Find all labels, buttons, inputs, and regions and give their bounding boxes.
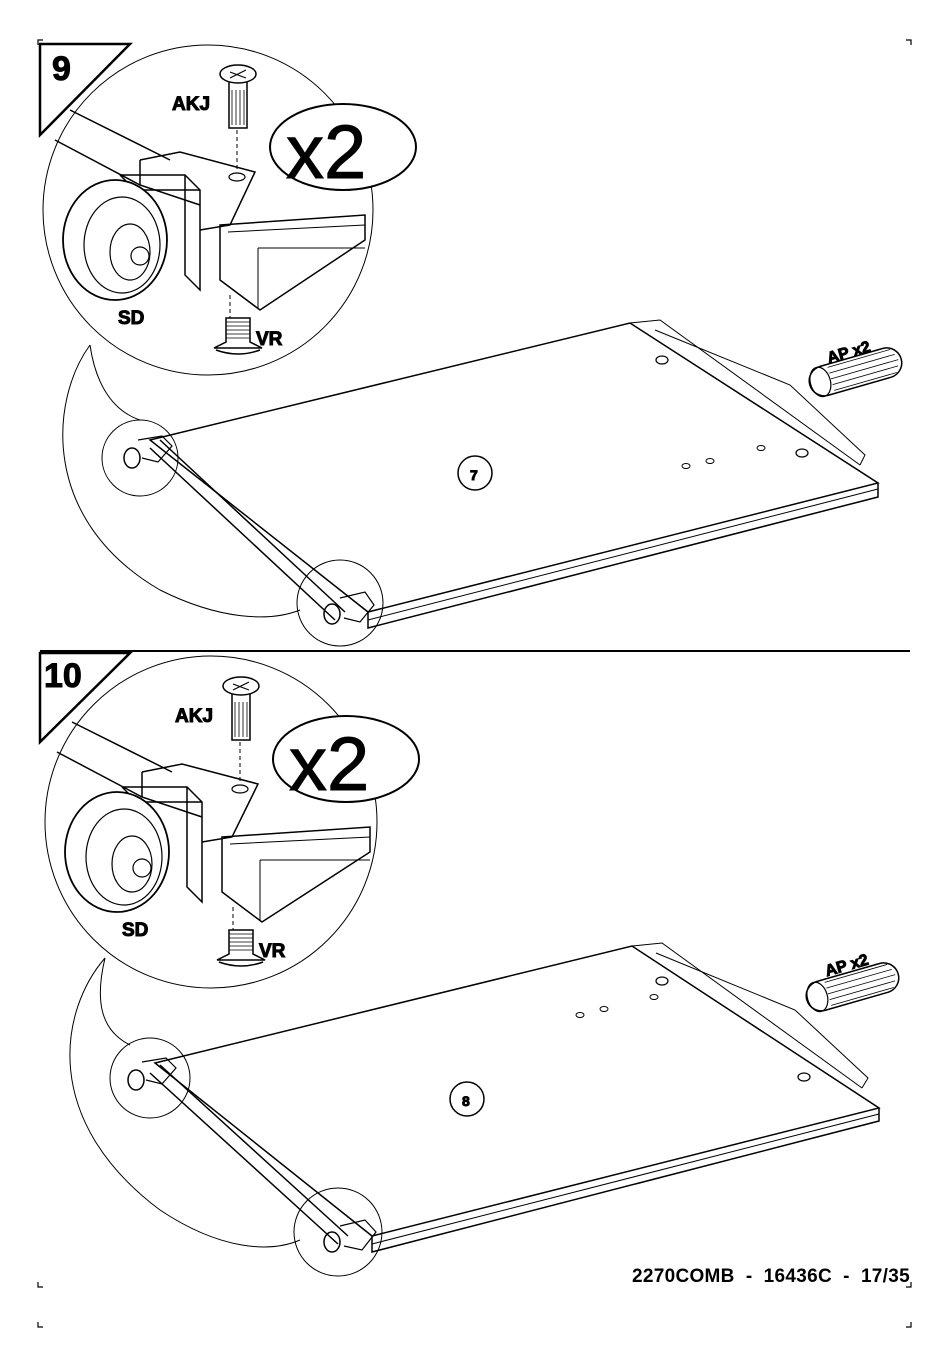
quantity-label: x2: [289, 722, 369, 807]
step-number: 9: [52, 50, 71, 88]
part-label-sd: SD: [122, 920, 148, 941]
board-panel-8: [150, 943, 879, 1252]
step-10: 10 x2 AKJ SD: [40, 653, 902, 1276]
part-label-akj: AKJ: [172, 94, 210, 115]
quantity-label: x2: [286, 110, 366, 195]
panel-number: 7: [470, 467, 478, 483]
panel-number: 8: [462, 1093, 470, 1109]
part-label-vr: VR: [259, 941, 286, 962]
part-label-vr: VR: [256, 329, 283, 350]
part-label-sd: SD: [118, 308, 144, 329]
document-reference: 2270COMB - 16436C - 17/35: [560, 1266, 910, 1288]
step-number: 10: [44, 657, 82, 695]
step-9: 9: [40, 44, 905, 646]
part-label-akj: AKJ: [175, 706, 213, 727]
